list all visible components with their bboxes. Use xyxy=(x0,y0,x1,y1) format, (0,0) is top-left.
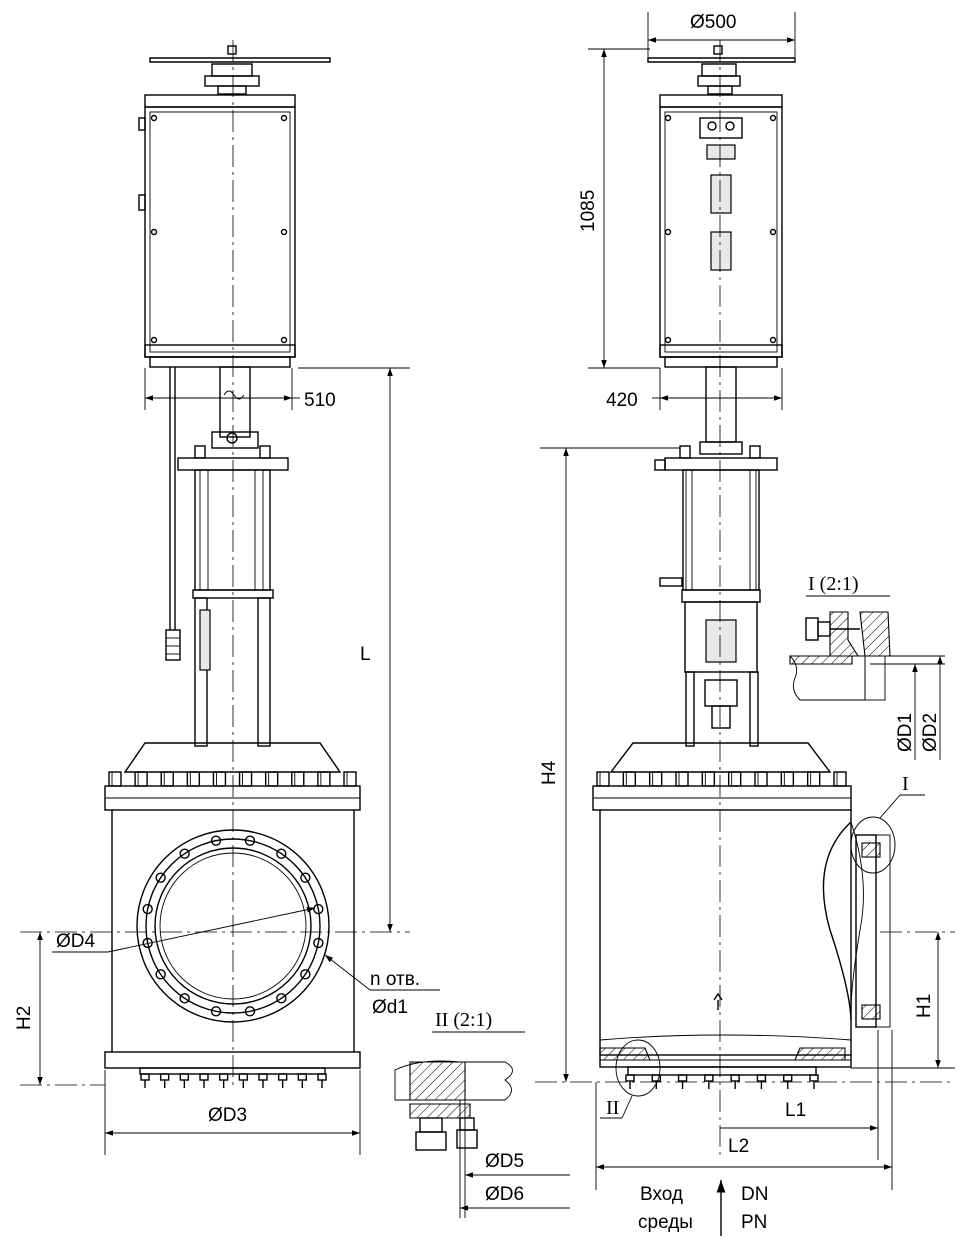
dim-H2: H2 xyxy=(14,1006,35,1030)
bottom-bolt xyxy=(199,1073,209,1081)
flange-hole xyxy=(210,835,222,846)
flange-bolt xyxy=(291,771,305,787)
detail-I-title: I (2:1) xyxy=(808,573,859,595)
bottom-bolt xyxy=(238,1073,249,1081)
front-view: 510 L H2 ØD4 n отв. Ød1 ØD3 xyxy=(14,40,440,1155)
inlet-label-2: среды xyxy=(638,1212,693,1233)
flange-bolt xyxy=(317,771,331,787)
flange-bolt xyxy=(186,771,201,787)
nominal-diameter-label: DN xyxy=(741,1184,768,1205)
dim-420: 420 xyxy=(606,390,638,411)
dim-D500: Ø500 xyxy=(690,12,736,33)
flange-hole xyxy=(313,937,324,949)
bottom-bolt xyxy=(140,1073,150,1081)
bottom-bolt xyxy=(704,1074,714,1082)
flange-bolt xyxy=(806,771,821,787)
bottom-bolt xyxy=(277,1073,288,1081)
flange-hole xyxy=(244,835,256,846)
bottom-bolt xyxy=(677,1074,688,1082)
bottom-bolt xyxy=(783,1074,793,1082)
flange-bolt xyxy=(596,771,610,787)
dim-H4: H4 xyxy=(539,760,560,785)
flange-bolt xyxy=(264,771,279,787)
detail-II-mark: II xyxy=(606,1097,619,1119)
flange-bolt xyxy=(754,771,768,787)
inlet-label-1: Вход xyxy=(640,1184,683,1205)
bonnet-front xyxy=(123,742,342,773)
flange-bolt xyxy=(108,771,122,787)
bottom-bolt xyxy=(297,1073,308,1081)
flange-bolt xyxy=(160,771,174,787)
bottom-plate-front xyxy=(104,1051,361,1088)
dim-D1: ØD1 xyxy=(895,713,916,752)
dim-L2: L2 xyxy=(728,1136,749,1157)
flange-hole xyxy=(210,1006,222,1017)
dim-D5: ØD5 xyxy=(485,1151,524,1172)
dim-L1: L1 xyxy=(785,1100,806,1121)
dim-D4: ØD4 xyxy=(56,931,96,952)
flange-hole xyxy=(244,1006,256,1017)
detail-I-mark: I xyxy=(902,773,909,795)
dim-d1: Ød1 xyxy=(372,997,408,1018)
flange-bolt xyxy=(238,771,253,787)
dim-510: 510 xyxy=(304,390,336,411)
flange-bolt xyxy=(675,771,689,787)
handwheel-front xyxy=(149,45,331,95)
flange-bolt xyxy=(212,771,227,787)
flange-bolt xyxy=(622,771,637,787)
bonnet-side xyxy=(609,742,832,773)
actuator-housing-side xyxy=(659,94,783,368)
nominal-pressure-label: PN xyxy=(741,1212,767,1233)
flange-bolt xyxy=(343,771,357,787)
flange-hole xyxy=(142,903,153,915)
hole-count-label: n отв. xyxy=(370,969,420,990)
handwheel-side xyxy=(647,45,796,95)
detail-II: II (2:1) ØD5 ØD6 xyxy=(394,1009,570,1218)
side-view: I II Ø500 1085 420 H4 H1 xyxy=(535,12,955,1236)
flange-hole xyxy=(179,848,190,859)
valve-body-side xyxy=(599,810,891,1089)
flange-hole xyxy=(300,969,311,980)
bottom-bolt xyxy=(159,1073,170,1081)
flange-hole xyxy=(179,993,190,1004)
dim-D3: ØD3 xyxy=(208,1105,247,1126)
dim-H1: H1 xyxy=(914,994,935,1018)
flange-hole xyxy=(300,872,311,883)
bottom-bolt xyxy=(258,1073,268,1081)
flange-bolt xyxy=(727,771,742,787)
bottom-bolt xyxy=(756,1074,767,1082)
bottom-bolt xyxy=(218,1073,229,1081)
flange-bolt xyxy=(648,771,663,787)
top-flange-side xyxy=(592,771,852,811)
detail-II-title: II (2:1) xyxy=(435,1009,492,1031)
bottom-bolt xyxy=(809,1074,819,1082)
flange-bolt xyxy=(701,771,716,787)
flange-hole xyxy=(155,872,166,883)
flange-hole xyxy=(276,848,287,859)
flange-bolt xyxy=(780,771,795,787)
bottom-bolt xyxy=(317,1073,327,1081)
dim-D2: ØD2 xyxy=(920,713,941,752)
top-flange-front xyxy=(104,771,361,811)
bottom-bolt xyxy=(179,1073,190,1081)
dim-L: L xyxy=(360,644,371,665)
bottom-bolt xyxy=(730,1074,740,1082)
bottom-bolt xyxy=(625,1074,635,1082)
yoke-front xyxy=(165,366,289,747)
detail-I: I (2:1) ØD1 ØD2 xyxy=(788,573,945,760)
dim-D6: ØD6 xyxy=(485,1184,524,1205)
flange-hole xyxy=(276,993,287,1004)
flange-bolt xyxy=(134,771,148,787)
actuator-housing-front xyxy=(138,94,296,368)
dim-1085: 1085 xyxy=(578,190,599,232)
flange-hole xyxy=(155,969,166,980)
yoke-side xyxy=(654,366,778,747)
flange-bolt xyxy=(833,771,847,787)
